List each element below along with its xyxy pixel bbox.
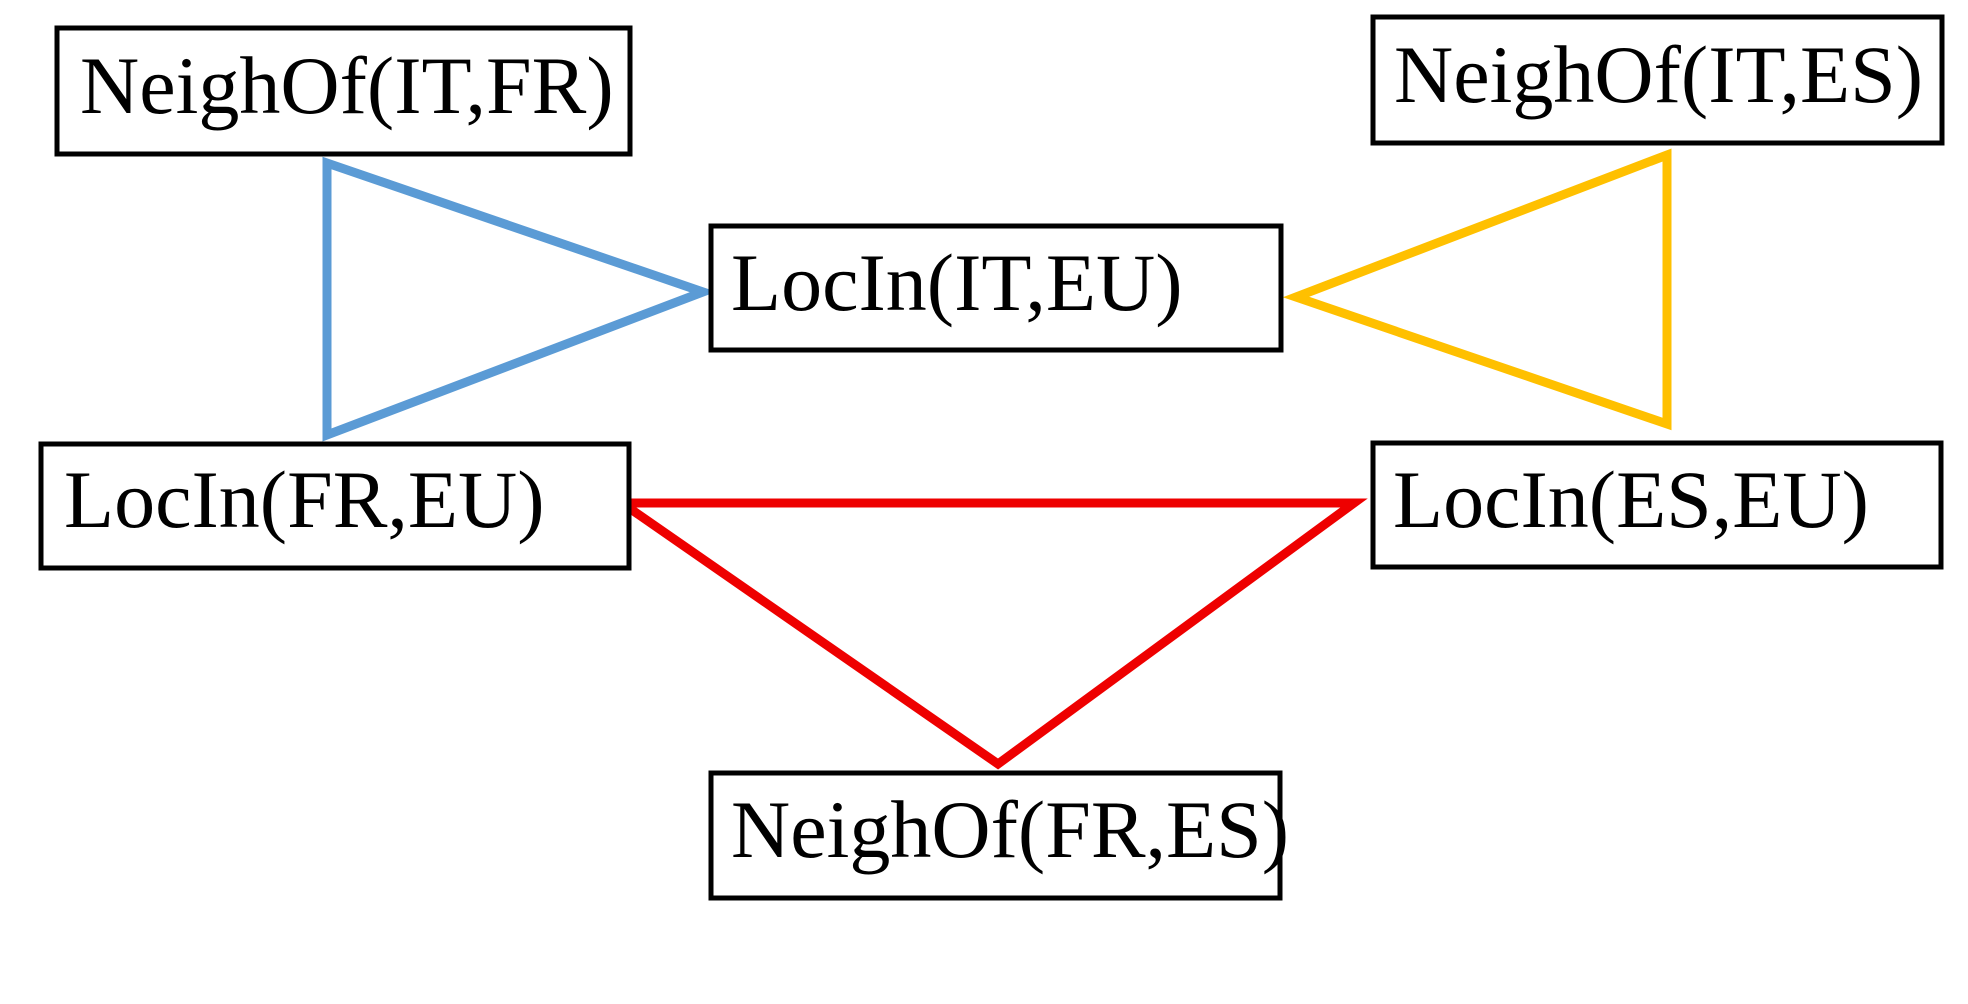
yellow-triangle-connector [1282,148,1672,431]
node-label: LocIn(FR,EU) [64,454,545,545]
blue-triangle-connector [322,156,717,442]
node-neighof-it-fr: NeighOf(IT,FR) [54,25,633,157]
node-label: LocIn(ES,EU) [1393,454,1869,545]
node-label: LocIn(IT,EU) [731,237,1183,328]
node-label: NeighOf(IT,ES) [1394,29,1923,120]
node-neighof-it-es: NeighOf(IT,ES) [1370,14,1945,146]
red-triangle-connector [607,498,1368,770]
node-label: NeighOf(IT,FR) [80,40,614,131]
node-locin-it-eu: LocIn(IT,EU) [708,223,1284,353]
node-locin-fr-eu: LocIn(FR,EU) [38,441,632,571]
node-label: NeighOf(FR,ES) [731,784,1289,875]
node-locin-es-eu: LocIn(ES,EU) [1370,440,1944,570]
node-neighof-fr-es: NeighOf(FR,ES) [708,770,1289,901]
